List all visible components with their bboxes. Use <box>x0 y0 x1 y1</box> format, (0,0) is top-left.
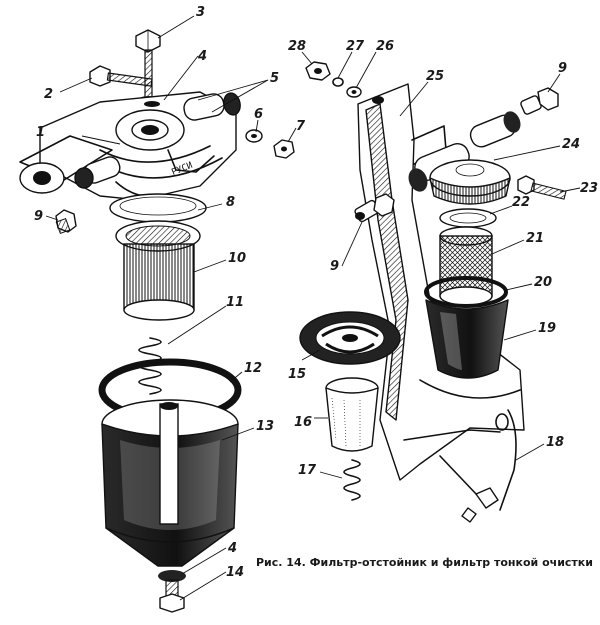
callout-28: 28 <box>288 39 306 54</box>
drain-plug-left <box>55 209 77 234</box>
callout-26: 26 <box>376 39 394 54</box>
callout-4-top: 4 <box>197 49 207 64</box>
callout-25: 25 <box>426 69 444 84</box>
gasket-ring <box>109 193 207 223</box>
vertical-bolt <box>135 29 161 104</box>
callout-5: 5 <box>270 71 279 86</box>
top-nut <box>305 61 331 81</box>
callout-2: 2 <box>44 87 53 102</box>
callout-24: 24 <box>562 137 580 152</box>
head-gasket <box>439 208 497 228</box>
callout-27: 27 <box>346 39 365 54</box>
callout-6: 6 <box>254 107 263 122</box>
callout-21: 21 <box>526 231 544 246</box>
callout-11: 11 <box>226 295 244 310</box>
callout-9-middle: 9 <box>330 259 339 274</box>
leader-lines <box>45 15 581 601</box>
fine-filter-head <box>408 111 521 205</box>
mesh-filter-element <box>115 220 201 321</box>
callout-4-bottom: 4 <box>227 541 237 556</box>
sediment-bowl <box>101 399 239 567</box>
callout-23: 23 <box>580 181 598 196</box>
lock-washer <box>332 77 344 87</box>
flat-washer <box>346 86 362 98</box>
small-washer <box>245 129 263 143</box>
drain-bolt <box>159 579 185 613</box>
callout-8: 8 <box>226 195 235 210</box>
drain-washer <box>158 570 186 582</box>
fine-filter-cap <box>425 299 509 379</box>
filter-cup <box>325 377 379 452</box>
cup-spring <box>343 459 361 501</box>
figure-caption: Рис. 14. Фильтр-отстойник и фильтр тонко… <box>256 556 593 569</box>
callout-9-right: 9 <box>558 61 567 76</box>
callout-18: 18 <box>546 435 564 450</box>
callout-15: 15 <box>288 367 306 382</box>
spring-plate <box>299 311 401 365</box>
bolt-washer-top <box>144 101 160 107</box>
callout-9-left: 9 <box>34 209 43 224</box>
cover-bolt <box>517 175 567 200</box>
sediment-filter-cover: РУСИ <box>19 91 241 201</box>
callout-12: 12 <box>244 361 262 376</box>
callout-16: 16 <box>294 415 312 430</box>
callout-labels: 1 2 3 4 5 6 7 8 9 10 11 12 13 4 14 28 27… <box>34 5 598 580</box>
callout-22: 22 <box>512 195 530 210</box>
outlet-plug <box>520 87 559 115</box>
callout-14: 14 <box>226 565 244 580</box>
small-nut <box>273 139 295 159</box>
callout-7: 7 <box>296 119 306 134</box>
callout-19: 19 <box>538 321 556 336</box>
retaining-bail <box>439 409 517 523</box>
callout-3: 3 <box>196 5 205 20</box>
callout-13: 13 <box>256 419 274 434</box>
horizontal-bolt <box>89 65 153 87</box>
fine-filter-cartridge <box>439 226 493 306</box>
callout-1: 1 <box>36 125 45 140</box>
inlet-fitting <box>354 193 395 223</box>
callout-10: 10 <box>228 251 246 266</box>
cartridge-seal <box>424 276 508 308</box>
callout-20: 20 <box>534 275 552 290</box>
callout-17: 17 <box>298 463 317 478</box>
